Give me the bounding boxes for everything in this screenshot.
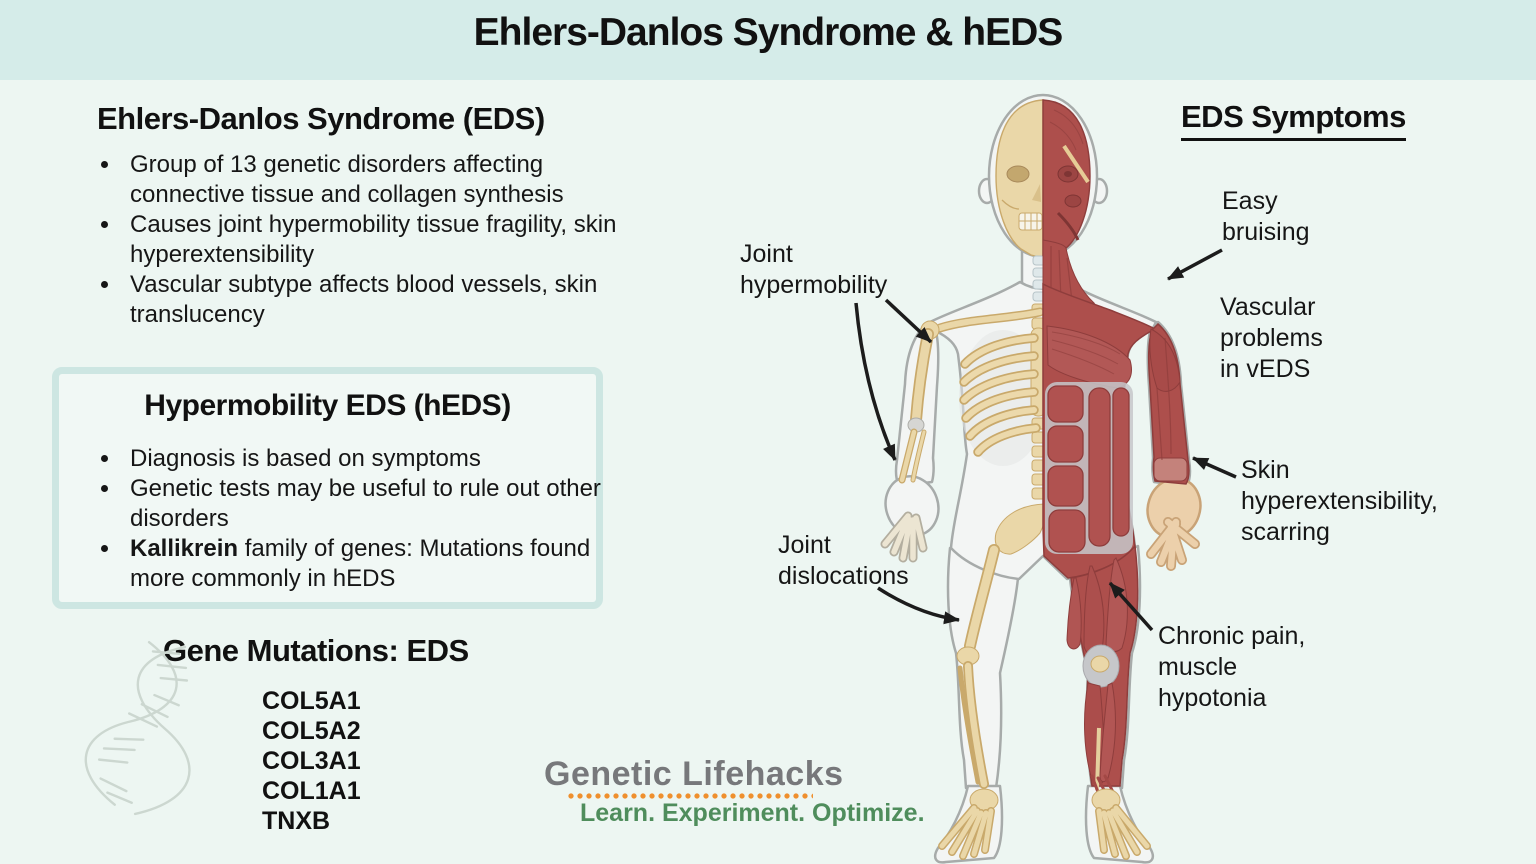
heds-box [52, 367, 603, 609]
gene-item: COL5A2 [262, 717, 361, 745]
eds-section-heading: Ehlers-Danlos Syndrome (EDS) [97, 101, 545, 136]
eds-bullet: Group of 13 genetic disorders affecting … [122, 150, 627, 210]
eds-bullet-list: Group of 13 genetic disorders affecting … [88, 150, 627, 330]
dna-icon [84, 641, 191, 816]
eds-bullet: Vascular subtype affects blood vessels, … [122, 270, 627, 330]
muscle-half [1042, 99, 1200, 860]
label-joint-dislocations: Joint dislocations [778, 531, 909, 590]
symptoms-heading: EDS Symptoms [1181, 99, 1406, 141]
heds-bullet: Kallikrein family of genes: Mutations fo… [122, 534, 612, 594]
gene-item: TNXB [262, 807, 331, 835]
label-chronic-pain: Chronic pain, muscle hypotonia [1158, 622, 1306, 712]
logo-wordmark: Genetic Lifehacks [544, 755, 844, 793]
heds-heading: Hypermobility EDS (hEDS) [144, 389, 511, 422]
header-band [0, 0, 1536, 80]
label-vascular-problems: Vascular problems in vEDS [1220, 293, 1323, 383]
gene-item: COL3A1 [262, 747, 361, 775]
heds-bullet-bold: Kallikrein [130, 535, 239, 562]
label-skin-hyperextensibility: Skin hyperextensibility, scarring [1241, 456, 1438, 546]
gene-list: COL5A1 COL5A2 COL3A1 COL1A1 TNXB [262, 686, 361, 836]
page-title: Ehlers-Danlos Syndrome & hEDS [473, 11, 1064, 54]
heds-bullet-list: Diagnosis is based on symptoms Genetic t… [88, 444, 612, 594]
genes-heading: Gene Mutations: EDS [163, 633, 469, 668]
eds-bullet: Causes joint hypermobility tissue fragil… [122, 210, 627, 270]
label-joint-hypermobility: Joint hypermobility [740, 240, 888, 299]
body-illustration [880, 93, 1202, 864]
label-easy-bruising: Easy bruising [1222, 187, 1310, 246]
logo-dotted-divider [567, 792, 813, 800]
logo-tagline: Learn. Experiment. Optimize. [580, 799, 925, 827]
heds-bullet: Genetic tests may be useful to rule out … [122, 474, 612, 534]
heds-bullet: Diagnosis is based on symptoms [122, 444, 612, 474]
gene-item: COL1A1 [262, 777, 361, 805]
gene-item: COL5A1 [262, 687, 361, 715]
